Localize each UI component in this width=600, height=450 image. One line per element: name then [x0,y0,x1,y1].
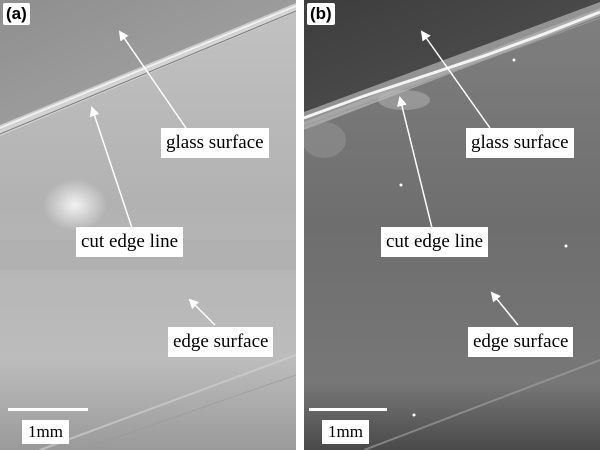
micrograph-panel-b: (b) glass surface cut edge line edge sur… [304,0,600,450]
micrograph-image-b [304,0,600,450]
label-cut-edge-line: cut edge line [76,227,184,257]
label-glass-surface: glass surface [466,128,574,158]
micrograph-panel-a: (a) glass surface cut edge line edge sur… [0,0,296,450]
micrograph-image-a [0,0,296,450]
scale-bar-label: 1mm [22,420,69,444]
label-edge-surface: edge surface [468,327,574,357]
label-edge-surface: edge surface [168,327,274,357]
label-cut-edge-line: cut edge line [381,227,489,257]
label-glass-surface: glass surface [161,128,269,158]
scale-bar-label: 1mm [322,420,369,444]
panel-tag: (b) [307,3,335,25]
panel-tag: (a) [3,3,30,25]
